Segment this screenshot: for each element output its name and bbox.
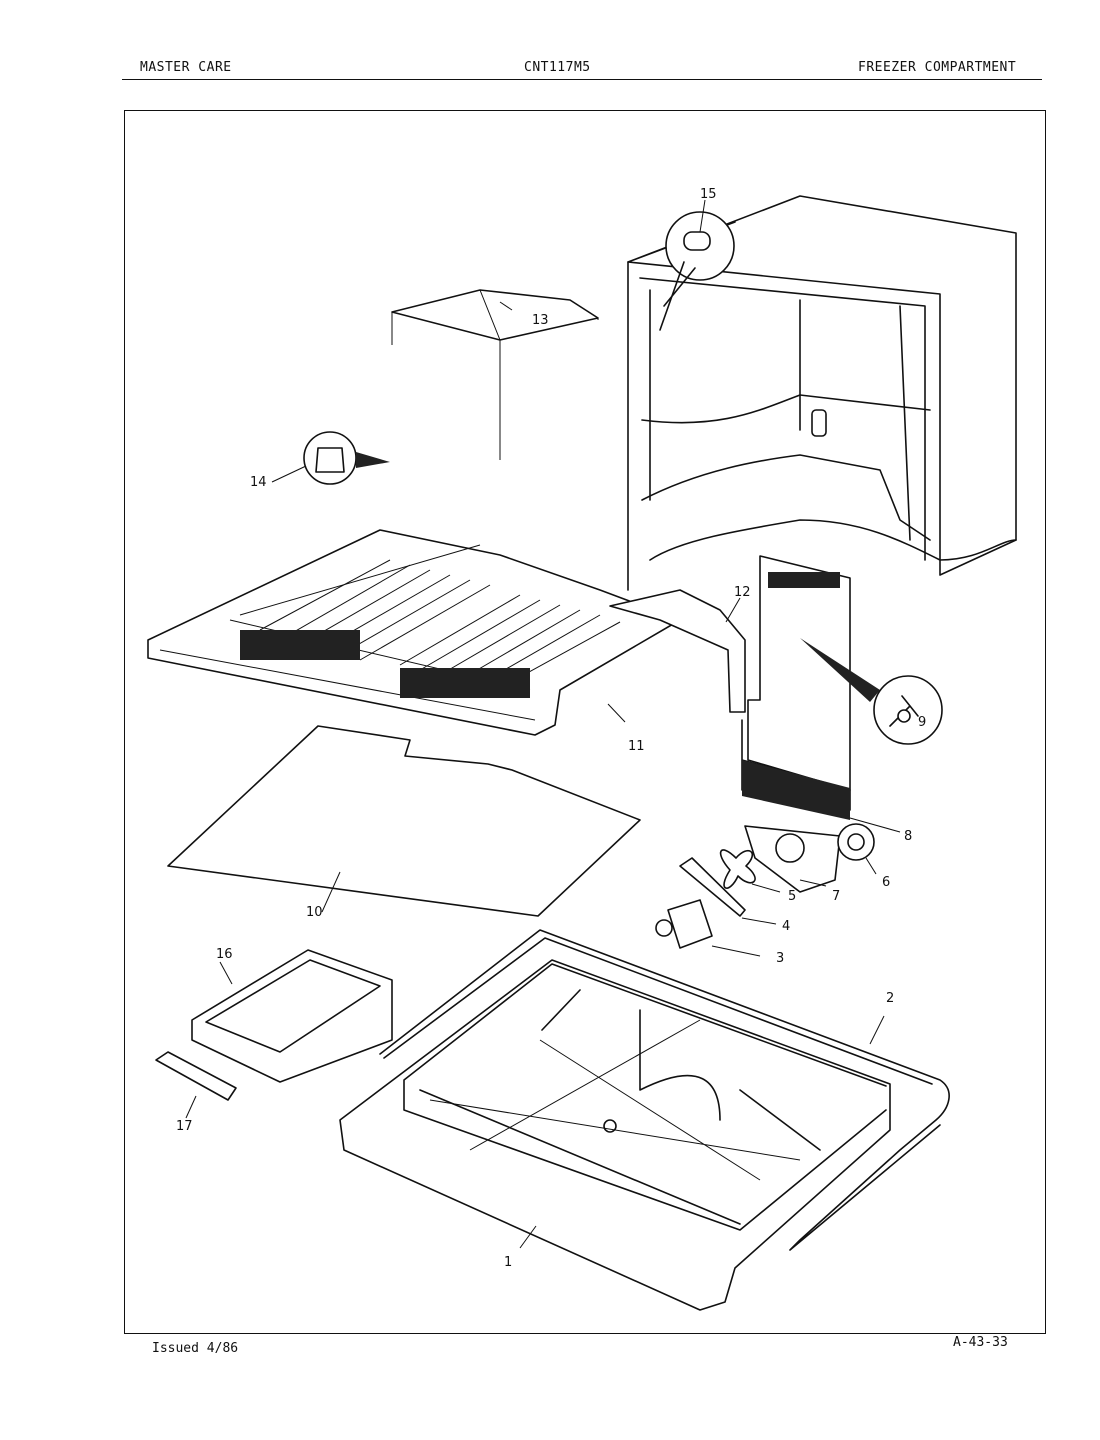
footer-issued-date: Issued 4/86	[152, 1341, 239, 1356]
bracket-part-4	[679, 857, 777, 925]
tray-handle-part-17	[155, 1051, 237, 1119]
callout-11: 11	[628, 739, 645, 754]
callout-6: 6	[882, 875, 890, 890]
wire-shelf-part-13	[391, 289, 599, 460]
grommet-part-6	[837, 823, 877, 875]
header-rule	[122, 79, 1042, 80]
air-duct-part-12	[609, 589, 746, 713]
callout-1: 1	[504, 1255, 512, 1270]
detail-bubble-part-14	[271, 431, 390, 485]
callout-9: 9	[918, 715, 926, 730]
diagram-frame	[124, 110, 1046, 1334]
detail-bubble-part-15	[659, 199, 735, 331]
freezer-shelf-part-11	[147, 529, 681, 736]
callout-4: 4	[782, 919, 790, 934]
header-brand: MASTER CARE	[140, 60, 232, 75]
fan-blade-part-5	[719, 849, 781, 893]
header-model-number: CNT117M5	[524, 60, 591, 75]
callout-8: 8	[904, 829, 912, 844]
callout-12: 12	[734, 585, 751, 600]
freezer-cabinet-drawing	[627, 195, 1017, 591]
header-section-title: FREEZER COMPARTMENT	[858, 60, 1017, 75]
callout-14: 14	[250, 475, 267, 490]
callout-2: 2	[886, 991, 894, 1006]
glass-panel-part-10	[167, 725, 641, 917]
callout-13: 13	[532, 313, 549, 328]
fan-shroud-part-7	[744, 825, 841, 893]
evaporator-cover-part-8	[741, 555, 901, 833]
callout-15: 15	[700, 187, 717, 202]
callout-7: 7	[832, 889, 840, 904]
detail-bubble-part-9	[800, 638, 943, 745]
callout-10: 10	[306, 905, 323, 920]
bottom-bin-part-1	[339, 959, 891, 1311]
callout-5: 5	[788, 889, 796, 904]
callout-16: 16	[216, 947, 233, 962]
callout-3: 3	[776, 951, 784, 966]
fan-motor-part-3	[655, 899, 761, 957]
callout-17: 17	[176, 1119, 193, 1134]
footer-page-code: A-43-33	[953, 1335, 1008, 1350]
ice-tray-part-16	[191, 949, 393, 1083]
